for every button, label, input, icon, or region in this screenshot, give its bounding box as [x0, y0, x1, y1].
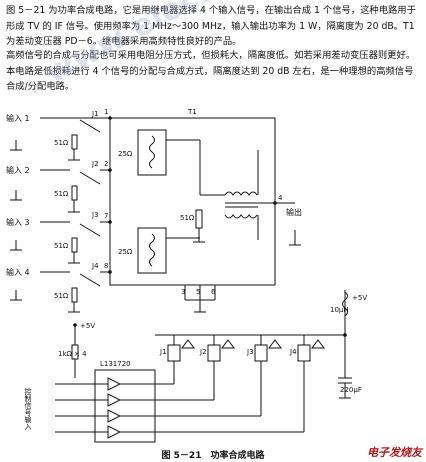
label-j4: J4 — [91, 262, 99, 270]
label-input3: 输入 3 — [6, 217, 30, 227]
label-input4: 输入 4 — [6, 267, 30, 277]
coil-lower — [137, 227, 167, 274]
label-cap: 220μF — [340, 386, 362, 394]
label-control-input: 控制信号输入 — [24, 387, 32, 430]
pin-8: 8 — [104, 262, 108, 270]
label-r51-mid: 51Ω — [180, 214, 195, 222]
pin-3: 3 — [181, 288, 185, 296]
label-r51-2: 51Ω — [54, 190, 69, 198]
label-output: 输出 — [286, 207, 302, 217]
pin-1: 1 — [104, 108, 108, 116]
label-r1k: 1kΩ × 4 — [58, 350, 87, 358]
label-plus5v-right: +5V — [352, 294, 367, 302]
label-inductor: 10μH — [330, 306, 349, 314]
label-plus5v: +5V — [80, 322, 95, 330]
pin-4: 4 — [278, 194, 283, 202]
label-relay-j4: J4 — [289, 348, 297, 356]
pin-6: 6 — [211, 288, 216, 296]
label-t1: T1 — [187, 108, 197, 116]
pin-5: 5 — [196, 288, 200, 296]
label-r51-4: 51Ω — [54, 292, 69, 300]
ic-box — [94, 369, 156, 443]
label-input1: 输入 1 — [6, 113, 30, 123]
label-j3: J3 — [91, 211, 99, 219]
paragraph-intro: 图 5－21 为功率合成电路，它是用继电器选择 4 个输入信号，在输出合成 1 … — [6, 5, 416, 47]
label-r51-3: 51Ω — [54, 242, 69, 250]
label-input2: 输入 2 — [6, 165, 30, 175]
pin-2: 2 — [104, 160, 108, 168]
figure-caption: 图 5－21 功率合成电路 — [161, 451, 265, 461]
label-relay-j3: J3 — [246, 348, 254, 356]
label-j2: J2 — [91, 160, 99, 168]
label-r25-upper: 25Ω — [118, 150, 133, 158]
watermark-logo: 电子发烧友 — [367, 446, 422, 459]
label-r25-lower: 25Ω — [118, 248, 133, 256]
label-ic: L131720 — [100, 360, 131, 368]
t1-enclosure — [109, 117, 276, 286]
coil-upper — [137, 129, 167, 176]
label-relay-j1: J1 — [159, 348, 167, 356]
label-j1: J1 — [91, 110, 99, 118]
pin-7: 7 — [104, 212, 108, 220]
label-r51-1: 51Ω — [54, 139, 69, 147]
label-relay-j2: J2 — [199, 348, 207, 356]
paragraph-description: 高频信号的合成与分配也可采用电阻分压方式，但损耗大，隔离度低。如若采用差动变压器… — [6, 50, 416, 92]
